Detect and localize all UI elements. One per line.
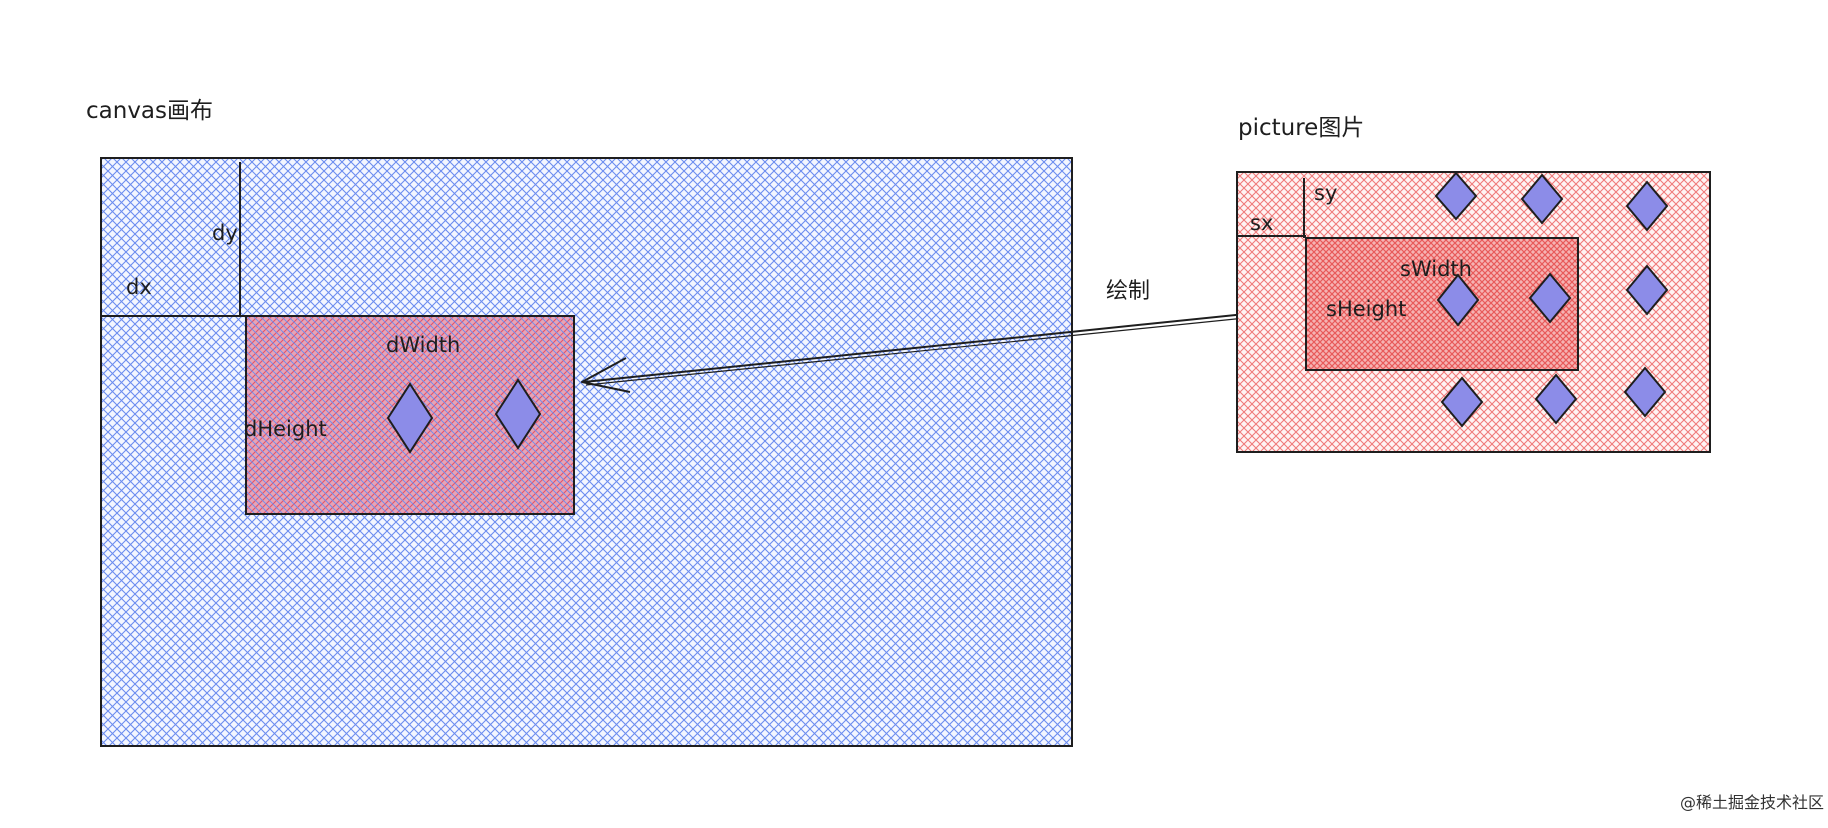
- dheight-label: dHeight: [244, 417, 327, 441]
- sheight-label: sHeight: [1326, 297, 1406, 321]
- arrow-icon: [581, 308, 1295, 393]
- diamond-icon: [1625, 180, 1669, 232]
- diamond-icon: [1436, 273, 1480, 327]
- diamond-icon: [1440, 376, 1484, 428]
- canvas-title: canvas画布: [86, 98, 213, 124]
- dy-label: dy: [212, 221, 238, 245]
- diamond-icon: [1520, 173, 1564, 225]
- picture-title: picture图片: [1238, 115, 1364, 141]
- draw-label: 绘制: [1106, 279, 1150, 304]
- sx-label: sx: [1250, 211, 1273, 235]
- diamond-icon: [386, 382, 434, 454]
- diamond-icon: [1534, 373, 1578, 425]
- picture-group: picture图片 sy sx sWidth sHeight: [1236, 115, 1711, 453]
- dwidth-label: dWidth: [386, 333, 460, 357]
- watermark: @稀土掘金技术社区: [1680, 793, 1824, 812]
- diamond-icon: [1434, 171, 1478, 221]
- diamond-icon: [494, 378, 542, 450]
- diamond-icon: [1623, 366, 1667, 418]
- canvas-group: canvas画布 dy dx dWidth dHeight: [86, 98, 1073, 747]
- diamond-icon: [1528, 272, 1572, 324]
- dx-label: dx: [126, 275, 152, 299]
- diamond-icon: [1625, 264, 1669, 316]
- sy-label: sy: [1314, 181, 1337, 205]
